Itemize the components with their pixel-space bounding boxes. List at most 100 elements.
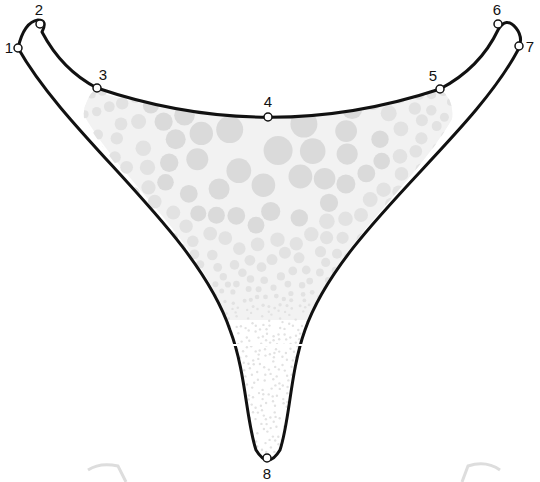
packing-circle xyxy=(319,381,321,383)
packing-circle xyxy=(418,386,420,388)
packing-circle xyxy=(418,350,420,352)
packing-circle xyxy=(231,86,256,111)
packing-circle xyxy=(344,450,346,452)
packing-circle xyxy=(104,101,115,112)
packing-circle xyxy=(247,363,249,365)
packing-circle xyxy=(308,431,310,433)
packing-circle xyxy=(200,393,202,395)
packing-circle xyxy=(80,333,82,335)
packing-circle xyxy=(293,414,295,416)
packing-circle xyxy=(89,312,91,314)
packing-circle xyxy=(289,348,291,350)
packing-circle xyxy=(221,417,223,419)
packing-circle xyxy=(356,441,358,443)
packing-circle xyxy=(301,416,303,418)
packing-circle xyxy=(166,404,168,406)
packing-circle xyxy=(155,113,173,131)
packing-circle xyxy=(426,281,428,283)
packing-circle xyxy=(85,215,90,220)
packing-circle xyxy=(320,369,322,371)
packing-circle xyxy=(231,421,233,423)
packing-circle xyxy=(355,453,357,455)
packing-circle xyxy=(310,385,312,387)
packing-circle xyxy=(440,365,442,367)
packing-circle xyxy=(95,270,97,272)
packing-circle xyxy=(206,395,208,397)
packing-circle xyxy=(142,316,144,318)
packing-circle xyxy=(87,397,89,399)
packing-circle xyxy=(383,297,385,299)
packing-circle xyxy=(187,439,189,441)
packing-circle xyxy=(397,333,399,335)
packing-circle xyxy=(175,312,177,314)
packing-circle xyxy=(446,455,448,457)
packing-circle xyxy=(234,311,236,313)
packing-circle xyxy=(145,390,147,392)
packing-circle xyxy=(132,310,134,312)
packing-circle xyxy=(273,307,276,310)
packing-circle xyxy=(374,293,376,295)
packing-circle xyxy=(380,407,382,409)
packing-circle xyxy=(443,228,447,232)
packing-circle xyxy=(191,329,193,331)
packing-circle xyxy=(225,413,227,415)
packing-circle xyxy=(415,407,417,409)
packing-circle xyxy=(145,371,147,373)
packing-circle xyxy=(398,339,400,341)
packing-circle xyxy=(205,305,207,307)
packing-circle xyxy=(456,262,458,264)
packing-circle xyxy=(107,287,109,289)
packing-circle xyxy=(187,82,207,102)
packing-circle xyxy=(262,324,264,326)
packing-circle xyxy=(180,358,182,360)
packing-circle xyxy=(357,459,359,461)
packing-circle xyxy=(128,375,130,377)
packing-circle xyxy=(316,388,318,390)
packing-circle xyxy=(205,296,209,300)
packing-circle xyxy=(193,313,195,315)
packing-circle xyxy=(175,378,177,380)
packing-circle xyxy=(257,262,267,272)
packing-circle xyxy=(416,114,428,126)
packing-circle xyxy=(197,407,199,409)
packing-circle xyxy=(419,413,421,415)
packing-circle xyxy=(308,340,310,342)
packing-circle xyxy=(452,121,460,129)
packing-circle xyxy=(104,347,106,349)
packing-circle xyxy=(335,320,337,322)
packing-circle xyxy=(151,321,153,323)
packing-circle xyxy=(121,431,123,433)
packing-circle xyxy=(455,337,457,339)
packing-circle xyxy=(95,456,97,458)
packing-circle xyxy=(415,132,427,144)
packing-circle xyxy=(99,276,101,278)
packing-circle xyxy=(208,416,210,418)
packing-circle xyxy=(139,391,141,393)
packing-circle xyxy=(168,387,170,389)
packing-circle xyxy=(307,420,309,422)
packing-circle xyxy=(182,304,184,306)
packing-circle xyxy=(302,403,304,405)
packing-circle xyxy=(425,428,427,430)
packing-circle xyxy=(140,265,144,269)
packing-circle xyxy=(263,428,265,430)
packing-circle xyxy=(276,375,278,377)
packing-circle xyxy=(150,267,155,272)
packing-circle xyxy=(409,262,413,266)
packing-circle xyxy=(359,325,361,327)
packing-circle xyxy=(257,336,259,338)
packing-circle xyxy=(296,423,298,425)
packing-circle xyxy=(229,424,231,426)
packing-circle xyxy=(349,263,356,270)
packing-circle xyxy=(417,300,419,302)
packing-circle xyxy=(231,308,233,310)
packing-circle xyxy=(104,278,106,280)
packing-circle xyxy=(148,344,150,346)
packing-circle xyxy=(337,314,339,316)
packing-circle xyxy=(391,348,393,350)
packing-circle xyxy=(281,364,283,366)
packing-circle xyxy=(304,306,307,309)
packing-circle xyxy=(450,435,452,437)
packing-circle xyxy=(410,381,412,383)
